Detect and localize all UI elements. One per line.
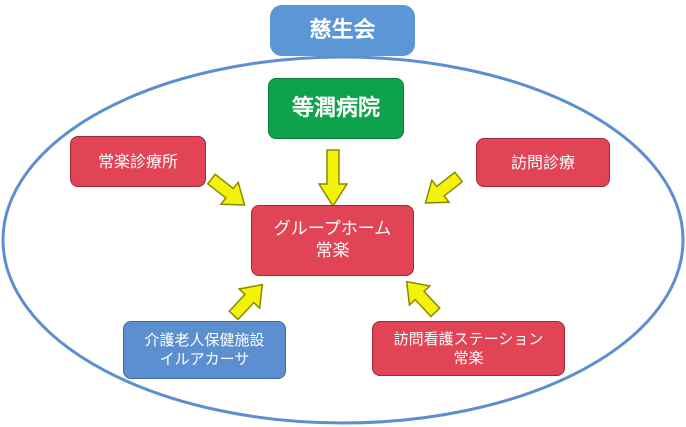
title-label: 慈生会 bbox=[309, 17, 376, 43]
facility-box: 介護老人保健施設 イルアカーサ bbox=[123, 321, 286, 379]
arrow-hospital-to-center bbox=[317, 149, 349, 208]
organization-ellipse bbox=[1, 55, 685, 425]
facility-label-line2: イルアカーサ bbox=[159, 350, 250, 368]
nursing-station-box: 訪問看護ステーション 常楽 bbox=[372, 321, 565, 376]
nursing-station-label-line2: 常楽 bbox=[453, 348, 484, 367]
hospital-box: 等潤病院 bbox=[268, 78, 404, 139]
home-visit-box: 訪問診療 bbox=[476, 138, 610, 187]
arrow-facility-to-center bbox=[228, 283, 264, 321]
title-box: 慈生会 bbox=[270, 5, 415, 56]
clinic-box: 常楽診療所 bbox=[70, 136, 206, 187]
center-label-line1: グループホーム bbox=[273, 219, 392, 240]
arrow-nursing-to-center bbox=[405, 280, 441, 318]
arrow-homevisit-to-center bbox=[424, 171, 464, 204]
facility-label-line1: 介護老人保健施設 bbox=[144, 331, 265, 350]
clinic-label: 常楽診療所 bbox=[97, 151, 178, 171]
arrow-clinic-to-center bbox=[206, 173, 246, 206]
center-box: グループホーム 常楽 bbox=[251, 205, 414, 276]
hospital-label: 等潤病院 bbox=[291, 95, 380, 121]
home-visit-label: 訪問診療 bbox=[510, 152, 575, 172]
nursing-station-label-line1: 訪問看護ステーション bbox=[393, 329, 544, 348]
center-label-line2: 常楽 bbox=[315, 240, 350, 261]
